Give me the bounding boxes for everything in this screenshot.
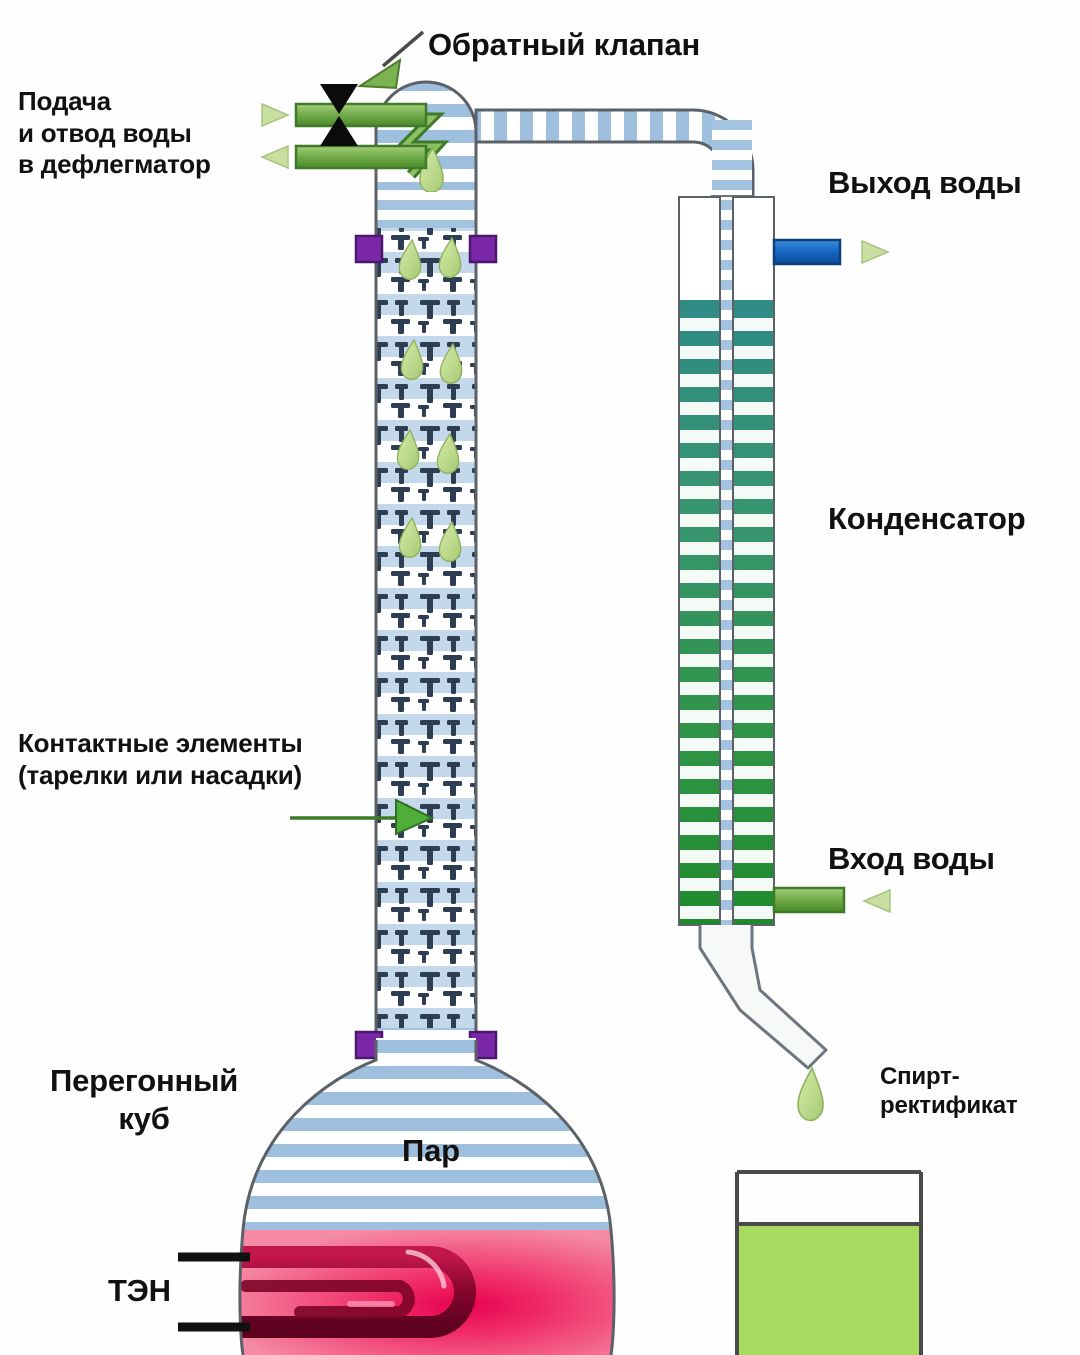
dephlegmator-water-supply-pipe [294,102,428,128]
label-water-feed-dephlegmator: Подача и отвод воды в дефлегматор [18,86,211,180]
collection-beaker [735,1170,923,1355]
label-water-inlet: Вход воды [828,841,995,876]
purple-clamp-icon [354,234,498,264]
annotation-arrow-icon [356,30,425,90]
heater-leads [178,1252,250,1332]
label-condenser: Конденсатор [828,501,1026,536]
product-outlet-spout [698,925,828,1070]
vapor-transfer-pipe [474,108,755,234]
check-valve-bowtie-icon [320,84,358,146]
label-water-outlet: Выход воды [828,165,1022,200]
heating-element-tube [239,1246,476,1338]
flow-arrow-right-icon [861,239,890,265]
reflux-droplets [396,236,463,562]
flow-arrow-left-icon [862,888,891,914]
still-pot-fill [239,1038,615,1355]
label-contact-elements: Контактные элементы (тарелки или насадки… [18,728,303,790]
still-pot-outline [238,1040,616,1355]
column-body-fill [376,192,476,1038]
water-inlet-pipe [772,886,846,914]
flow-arrow-right-icon [261,102,290,128]
label-check-valve: Обратный клапан [428,27,701,62]
condenser-jacket-left [679,197,720,925]
dephlegmator-water-return-pipe [294,144,428,170]
water-outlet-pipe [772,238,842,266]
label-spirit-product: Спирт- ректификат [880,1063,1018,1120]
liquid-droplet-icon [797,1066,824,1122]
label-still-pot: Перегонный куб [50,1063,239,1136]
contact-elements-pointer [290,798,435,836]
label-vapor: Пар [402,1133,460,1168]
flow-arrow-left-icon [260,144,289,170]
label-heater: ТЭН [108,1273,171,1308]
condenser-jacket-right [733,197,774,925]
